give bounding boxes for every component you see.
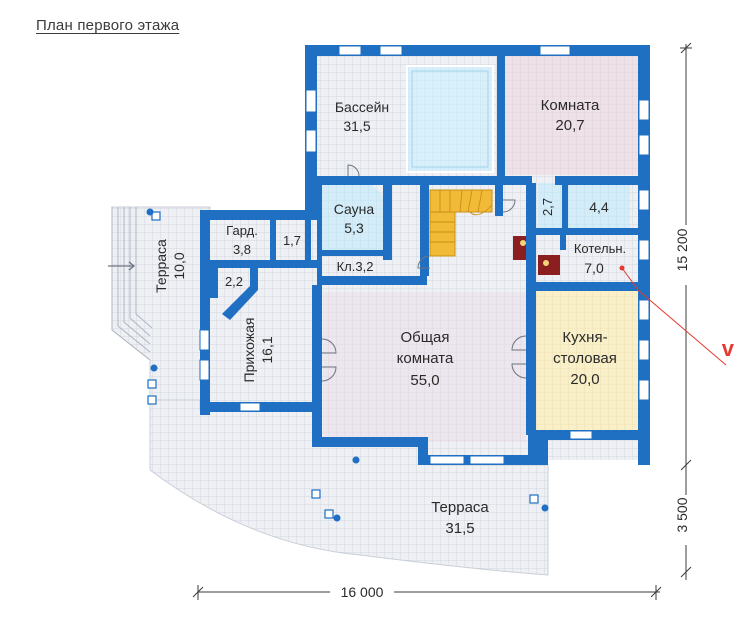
- boiler-unit-lower: [538, 255, 560, 275]
- pool-water: [406, 65, 494, 173]
- width-dimension: 16 000: [341, 584, 384, 600]
- living-area: 55,0: [410, 372, 439, 389]
- terrace-bottom-area: 31,5: [445, 520, 474, 537]
- height-terrace-dimension: 3 500: [674, 497, 690, 532]
- room-area: 20,7: [555, 117, 584, 134]
- hall-area: 16,1: [259, 336, 275, 363]
- dimension-lines: [192, 42, 692, 600]
- sauna-label: Сауна: [334, 201, 375, 217]
- room-floor: [505, 56, 638, 175]
- terrace-bottom-label: Терраса: [431, 499, 489, 516]
- room-label: Комната: [541, 97, 600, 114]
- entrance-steps: [111, 207, 153, 361]
- pool-area: 31,5: [343, 118, 370, 134]
- boiler-dial-lower: [543, 260, 549, 266]
- small-area: 2,2: [225, 274, 243, 289]
- pool-label: Бассейн: [335, 99, 389, 115]
- sauna-area: 5,3: [344, 220, 364, 236]
- wardrobe-area: 3,8: [233, 242, 251, 257]
- kitchen-label-line2: столовая: [553, 350, 617, 367]
- kitchen-label-line1: Кухня-: [562, 329, 607, 346]
- kitchen-floor: [535, 290, 638, 432]
- boiler-label: Котельн.: [574, 241, 626, 256]
- marker-v: v: [722, 336, 735, 361]
- boiler-dial-upper: [520, 240, 526, 246]
- terrace-left-area: 10,0: [171, 252, 187, 279]
- page-title: План первого этажа: [36, 17, 180, 34]
- terrace-left-floor: [111, 206, 211, 401]
- doors: [321, 164, 527, 382]
- column-dots: [146, 208, 549, 522]
- living-label-line1: Общая: [400, 329, 449, 346]
- entrance-arrow-icon: [108, 261, 136, 271]
- bath-area: 4,4: [589, 199, 609, 215]
- hall-label: Прихожая: [241, 318, 257, 383]
- terrace-left-label: Терраса: [153, 239, 169, 293]
- staircase: [429, 189, 493, 257]
- kitchen-area: 20,0: [570, 371, 599, 388]
- columns: [147, 211, 539, 519]
- shower-floor: [538, 183, 562, 228]
- windows: [199, 45, 650, 465]
- bath-floor: [568, 183, 630, 228]
- pool-water-edge: [411, 70, 489, 168]
- boiler-area: 7,0: [584, 260, 604, 276]
- storage-label: Кл.3,2: [337, 259, 374, 274]
- wc-area: 1,7: [283, 233, 301, 248]
- living-floor: [323, 292, 526, 442]
- boiler-pointer: [619, 265, 727, 366]
- height-main-dimension: 15 200: [674, 228, 690, 271]
- shower-area: 2,7: [540, 198, 555, 216]
- living-label-line2: комната: [397, 350, 454, 367]
- terrace-bottom-floor: [149, 389, 549, 576]
- sauna-floor: [322, 185, 388, 250]
- wardrobe-label: Гард.: [226, 223, 258, 238]
